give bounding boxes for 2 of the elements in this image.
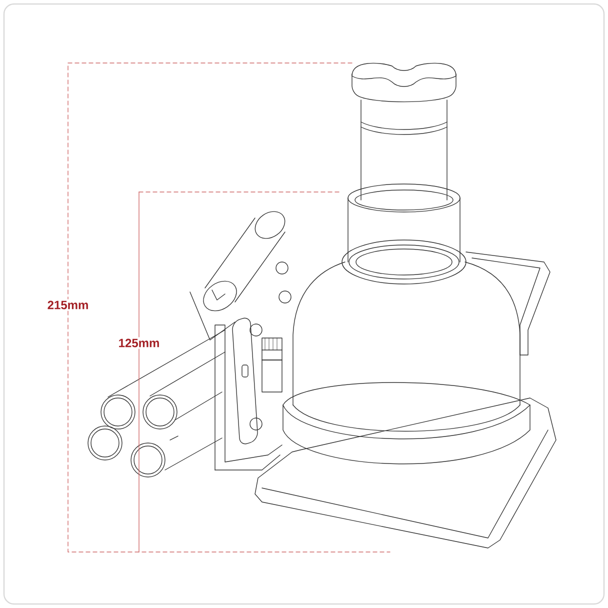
dimension-label: 215mm bbox=[48, 300, 88, 310]
dimension-label: 125mm bbox=[119, 338, 159, 348]
